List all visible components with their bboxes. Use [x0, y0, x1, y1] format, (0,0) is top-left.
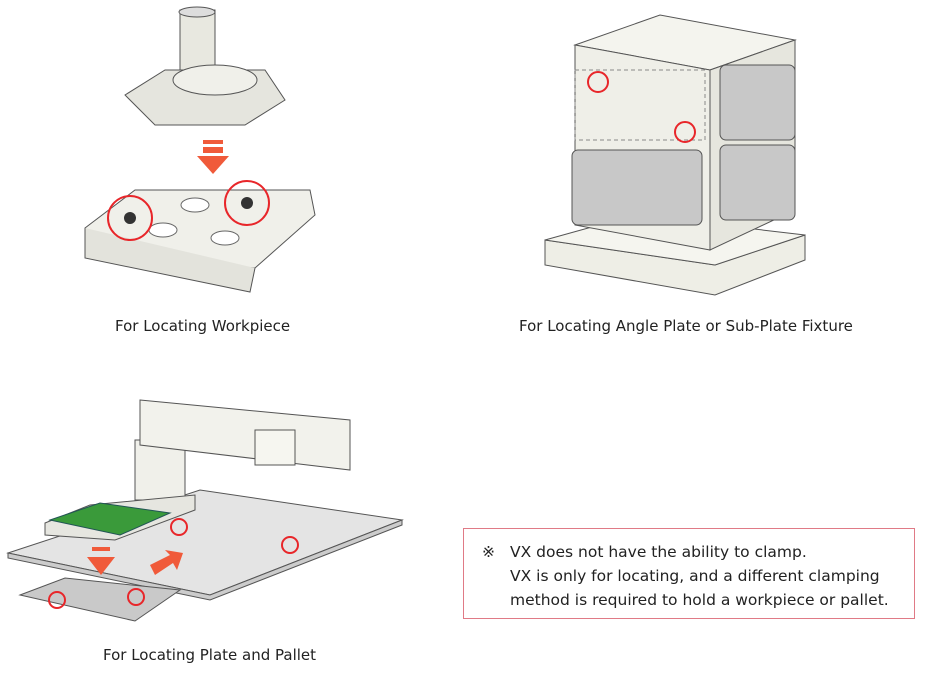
down-arrow-icon [197, 140, 229, 174]
highlight-circle [587, 71, 609, 93]
angle-plate-illustration [544, 14, 806, 296]
caption-workpiece: For Locating Workpiece [115, 317, 291, 335]
note-box: ※ VX does not have the ability to clamp.… [463, 528, 915, 619]
note-line: VX is only for locating, and a different… [510, 567, 880, 585]
highlight-circle [224, 180, 270, 226]
workpiece-illustration [84, 6, 316, 293]
highlight-circle [674, 121, 696, 143]
note-line: VX does not have the ability to clamp. [510, 543, 807, 561]
down-arrow-icon [87, 547, 115, 575]
caption-angle-plate: For Locating Angle Plate or Sub-Plate Fi… [519, 317, 853, 335]
note-line: method is required to hold a workpiece o… [510, 591, 889, 609]
reference-mark: ※ [482, 543, 495, 561]
plate-pallet-illustration [6, 399, 404, 622]
diagonal-arrow-icon [150, 550, 183, 575]
caption-plate-pallet: For Locating Plate and Pallet [103, 646, 317, 664]
highlight-circle [107, 195, 153, 241]
